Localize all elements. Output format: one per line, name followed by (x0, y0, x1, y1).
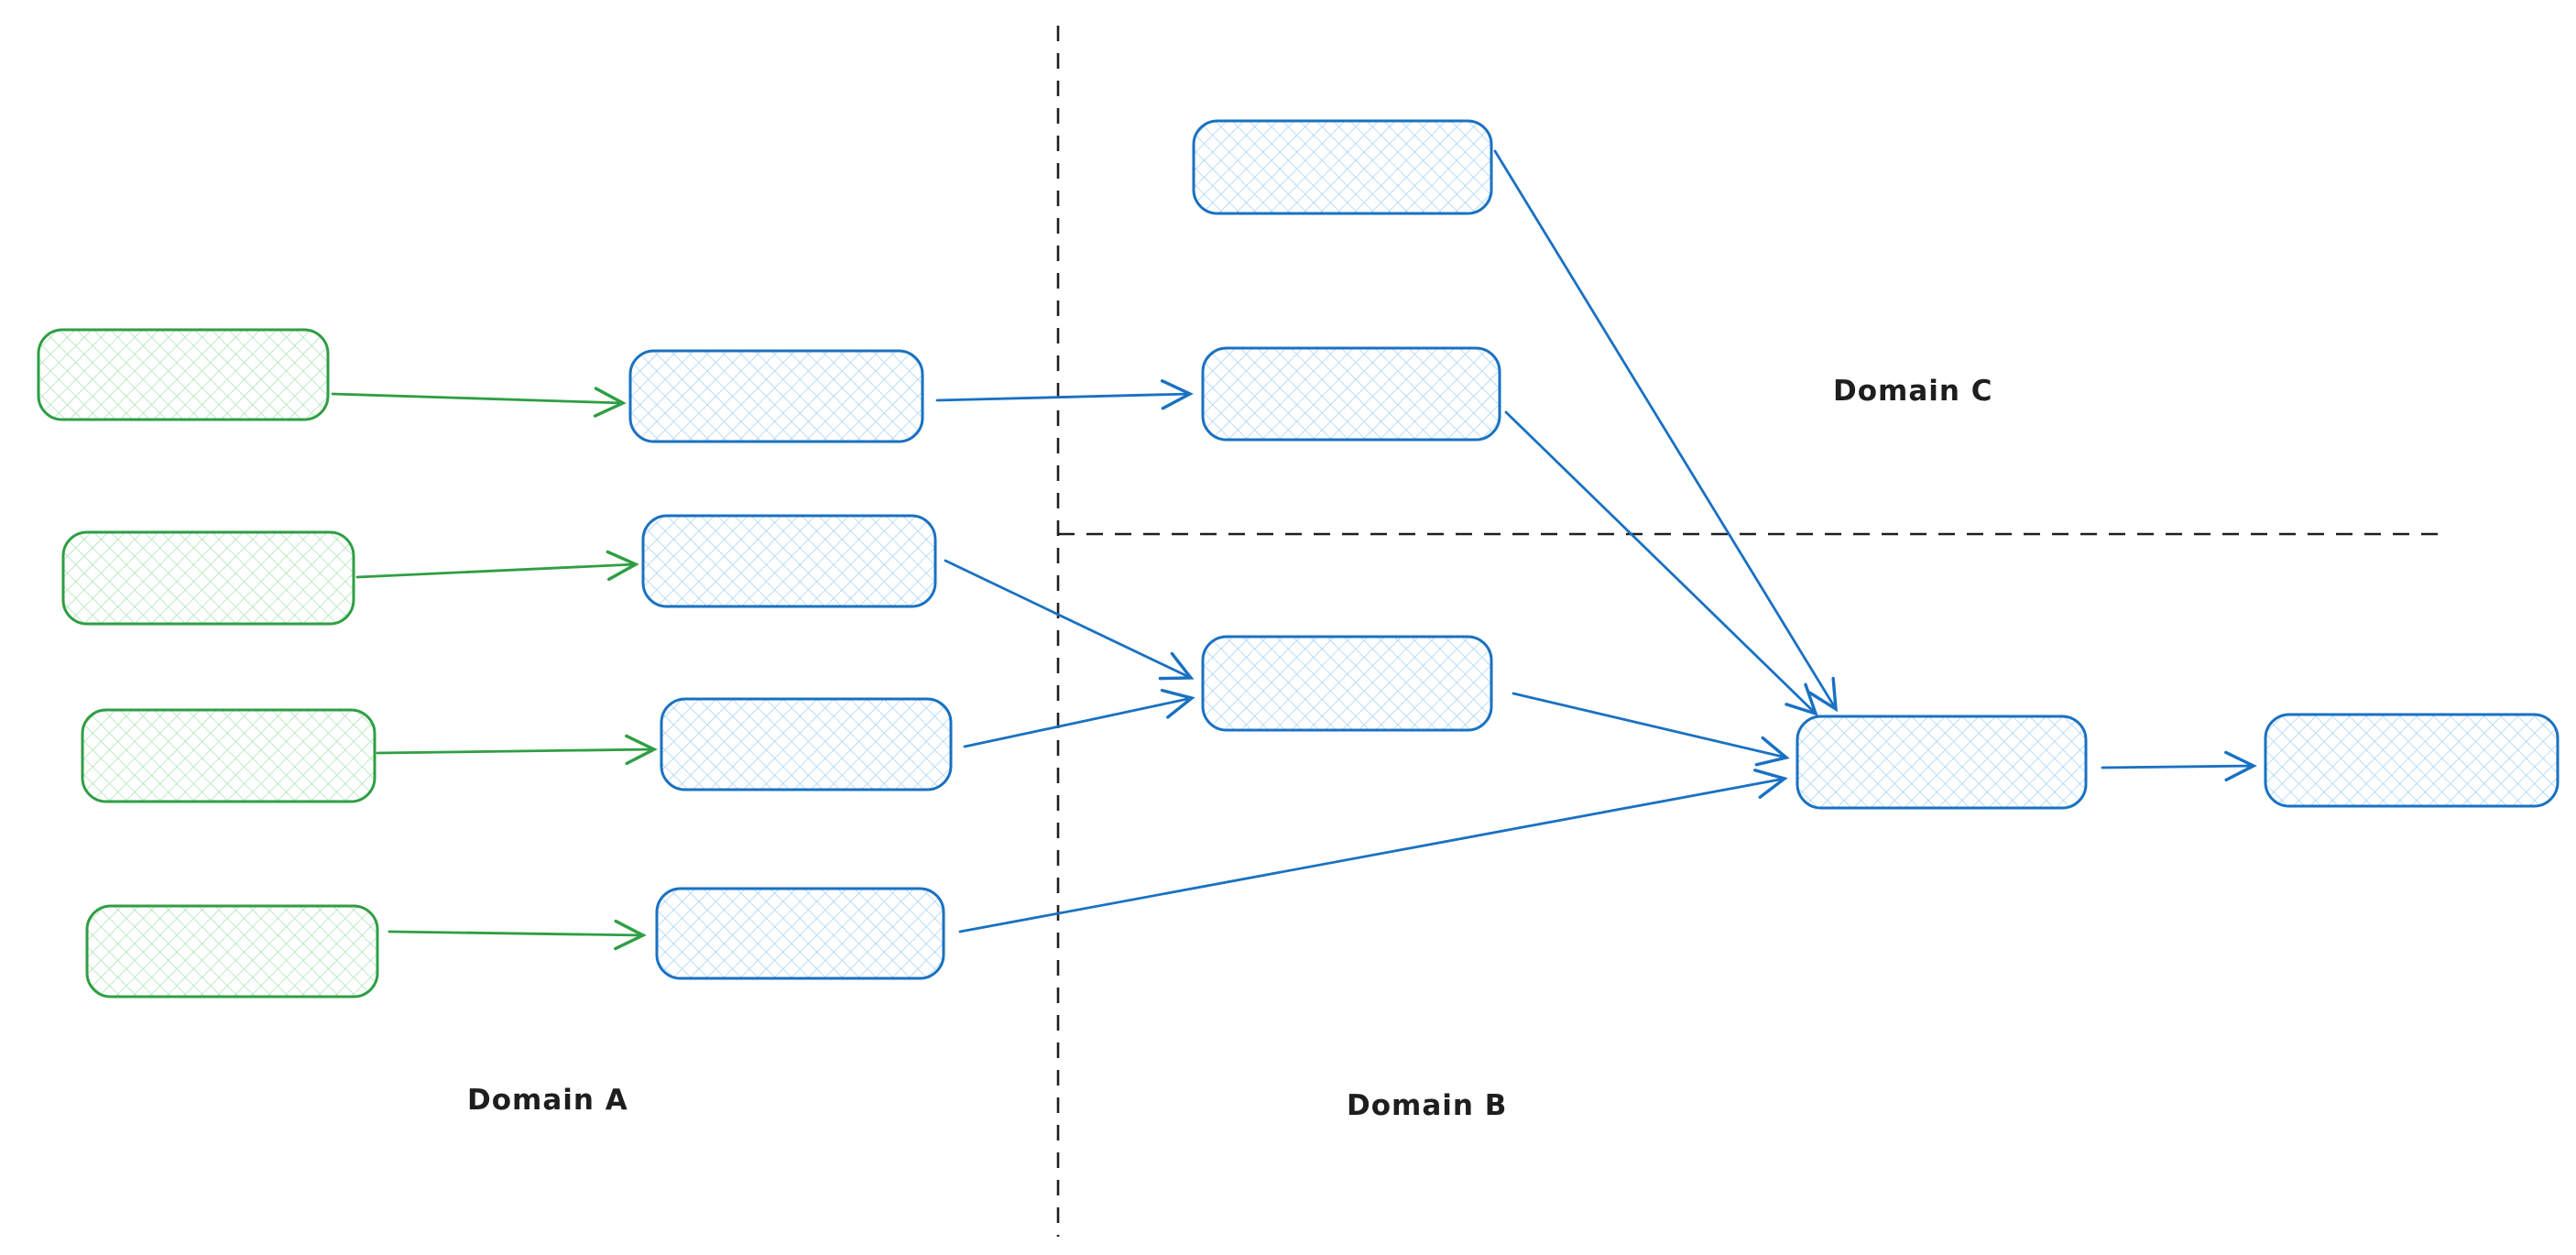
arrow-c-2-to-b-hub (1504, 410, 1818, 716)
arrow-c-1-to-b-hub (1493, 149, 1838, 713)
node-a-source-2 (61, 530, 355, 626)
node-b-out (2264, 713, 2560, 808)
arrow-b-hub-to-b-out (2101, 750, 2257, 782)
node-a-mid-1 (628, 349, 924, 443)
node-b-hub (1796, 715, 2088, 810)
node-a-source-3 (81, 708, 377, 803)
arrow-a-mid-4-to-b-hub (958, 769, 1788, 933)
node-a-mid-2 (641, 514, 937, 608)
arrow-a-mid-2-to-b-1 (944, 559, 1195, 681)
node-a-mid-3 (660, 697, 953, 791)
arrow-a-source-3-to-a-mid-3 (376, 734, 658, 766)
node-a-mid-4 (655, 887, 945, 980)
node-b-1 (1201, 635, 1493, 732)
arrow-b-1-to-b-hub (1512, 692, 1790, 767)
node-c-1 (1192, 119, 1493, 215)
arrow-a-mid-3-to-b-1 (963, 688, 1195, 748)
node-a-source-1 (37, 328, 330, 421)
domain-c-label: Domain C (1833, 375, 1993, 408)
domain-b-label: Domain B (1347, 1089, 1507, 1122)
node-a-source-4 (85, 904, 379, 999)
node-c-2 (1201, 346, 1501, 442)
arrow-a-source-4-to-a-mid-4 (387, 919, 647, 951)
arrow-a-source-1-to-a-mid-1 (331, 387, 627, 418)
domain-a-label: Domain A (467, 1084, 628, 1117)
arrow-a-mid-1-to-c-2 (935, 379, 1194, 410)
arrow-a-source-2-to-a-mid-2 (355, 550, 639, 582)
